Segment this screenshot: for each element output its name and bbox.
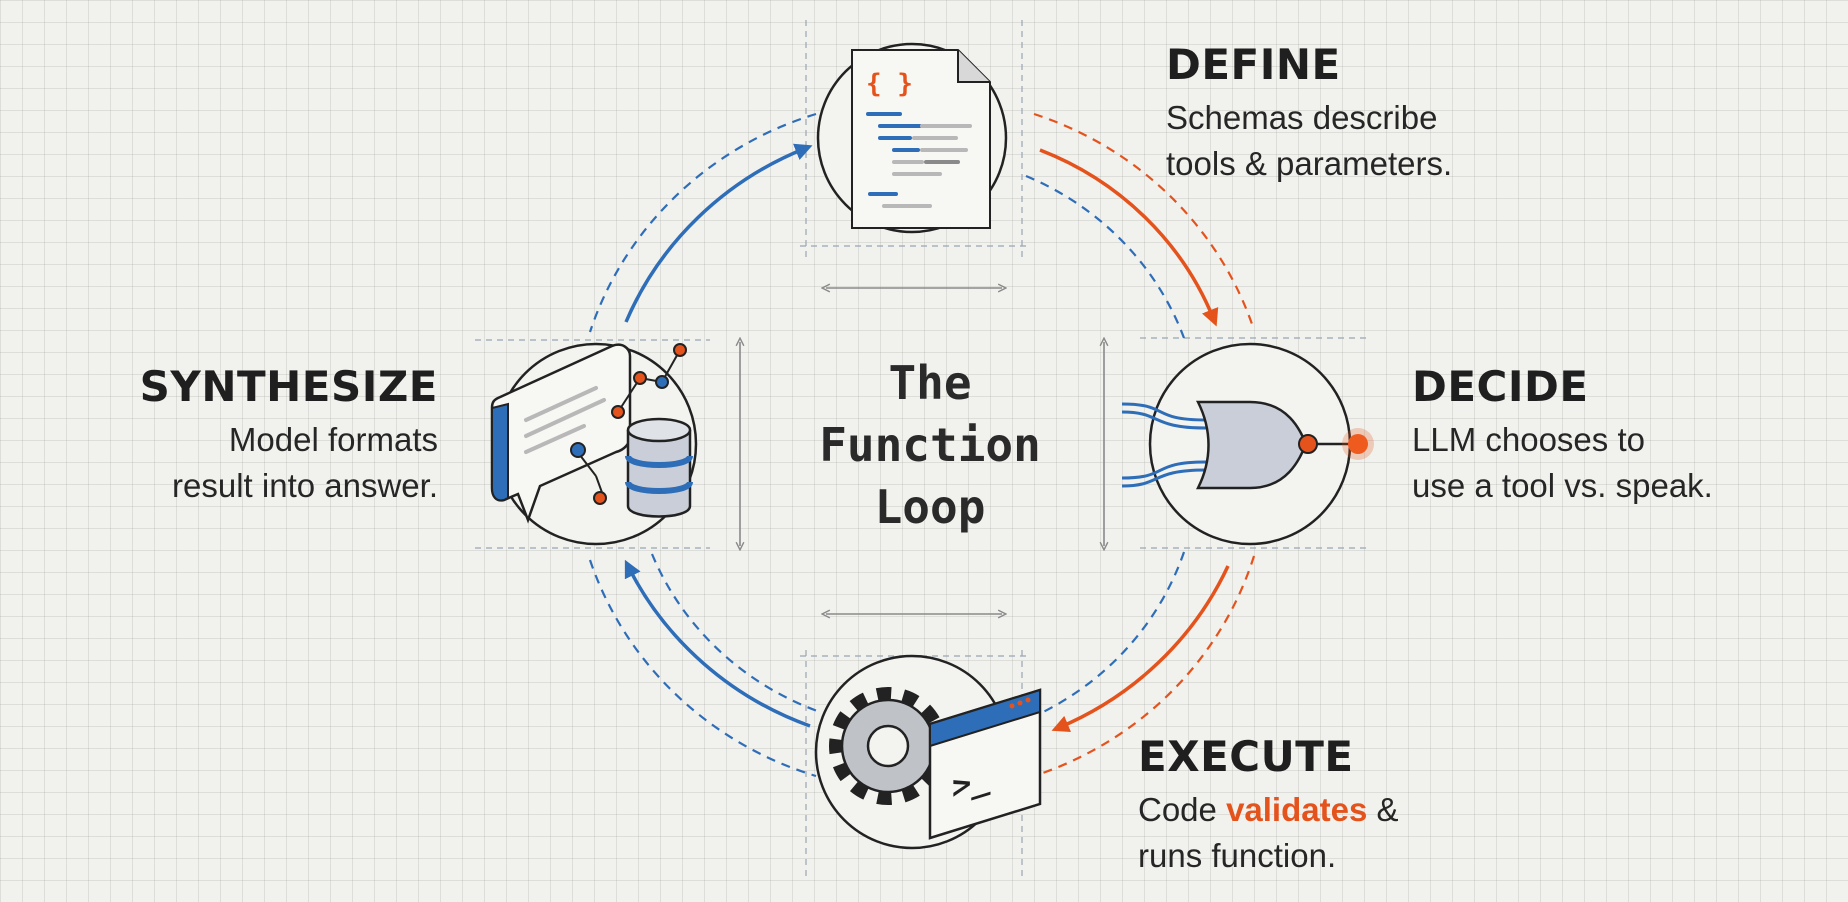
graph-nodes: [570, 343, 687, 505]
doc-braces: { }: [866, 69, 913, 99]
outer-dashed-blue-arc-lower: [588, 559, 817, 778]
execute-node: >_: [814, 654, 1042, 850]
decide-desc-line-1: LLM chooses to: [1412, 421, 1645, 458]
define-description: Schemas describe tools & parameters.: [1166, 95, 1452, 187]
synthesize-desc-line-2: result into answer.: [172, 467, 438, 504]
synthesize-description: Model formats result into answer.: [108, 417, 438, 509]
synthesize-desc-line-1: Model formats: [228, 421, 438, 458]
define-desc-line-1: Schemas describe: [1166, 99, 1438, 136]
json-document-icon: { }: [851, 49, 991, 229]
decide-desc-line-2: use a tool vs. speak.: [1412, 467, 1713, 504]
arrow-synthesize-to-define: [624, 143, 813, 323]
outer-dashed-orange-arc-lower: [1033, 555, 1256, 778]
title-line-2: Function: [819, 418, 1041, 472]
loop-arcs: [588, 112, 1256, 778]
decide-description: LLM chooses to use a tool vs. speak.: [1412, 417, 1713, 509]
synthesize-node: [490, 342, 698, 546]
logic-gate-icon: [1121, 400, 1374, 490]
decide-label: DECIDE LLM chooses to use a tool vs. spe…: [1412, 362, 1713, 509]
arrow-define-to-decide: [1039, 148, 1219, 327]
define-desc-line-2: tools & parameters.: [1166, 145, 1453, 182]
execute-desc-line-1: Code validates &: [1138, 787, 1399, 833]
synthesize-heading: SYNTHESIZE: [139, 362, 438, 411]
decide-heading: DECIDE: [1412, 362, 1589, 411]
diagram-title: The Function Loop: [780, 352, 1080, 538]
arrow-execute-to-synthesize: [624, 559, 811, 728]
execute-desc-pre: Code: [1138, 791, 1227, 828]
dimension-marks: [740, 288, 1104, 614]
arrow-decide-to-execute: [1051, 565, 1230, 733]
outer-dashed-orange-arc: [1033, 112, 1256, 331]
gear-terminal-icon: >_: [829, 687, 1042, 840]
execute-desc-line-2: runs function.: [1138, 837, 1337, 874]
execute-desc-post: &: [1367, 791, 1399, 828]
gear-icon: [829, 687, 947, 805]
title-line-3: Loop: [874, 480, 986, 534]
title-line-1: The: [888, 356, 972, 410]
decide-node: [1121, 342, 1374, 546]
chat-database-icon: [490, 343, 693, 524]
execute-description: Code validates & runs function.: [1138, 787, 1399, 879]
loop-arrows: [624, 143, 1230, 733]
execute-label: EXECUTE Code validates & runs function.: [1138, 732, 1399, 879]
execute-heading: EXECUTE: [1138, 732, 1354, 781]
terminal-window-icon: >_: [928, 688, 1042, 840]
inner-dashed-blue-arc-lower: [1025, 551, 1186, 722]
define-label: DEFINE Schemas describe tools & paramete…: [1166, 40, 1452, 187]
define-heading: DEFINE: [1166, 40, 1341, 89]
inner-dashed-blue-arc: [1025, 174, 1186, 339]
outer-dashed-blue-arc: [588, 112, 817, 333]
execute-desc-accent: validates: [1226, 791, 1368, 828]
inner-dashed-blue-arc-left-lower: [650, 553, 821, 714]
database-cylinder: [625, 417, 693, 518]
synthesize-label: SYNTHESIZE Model formats result into ans…: [108, 362, 438, 509]
define-node: { }: [816, 42, 1008, 234]
